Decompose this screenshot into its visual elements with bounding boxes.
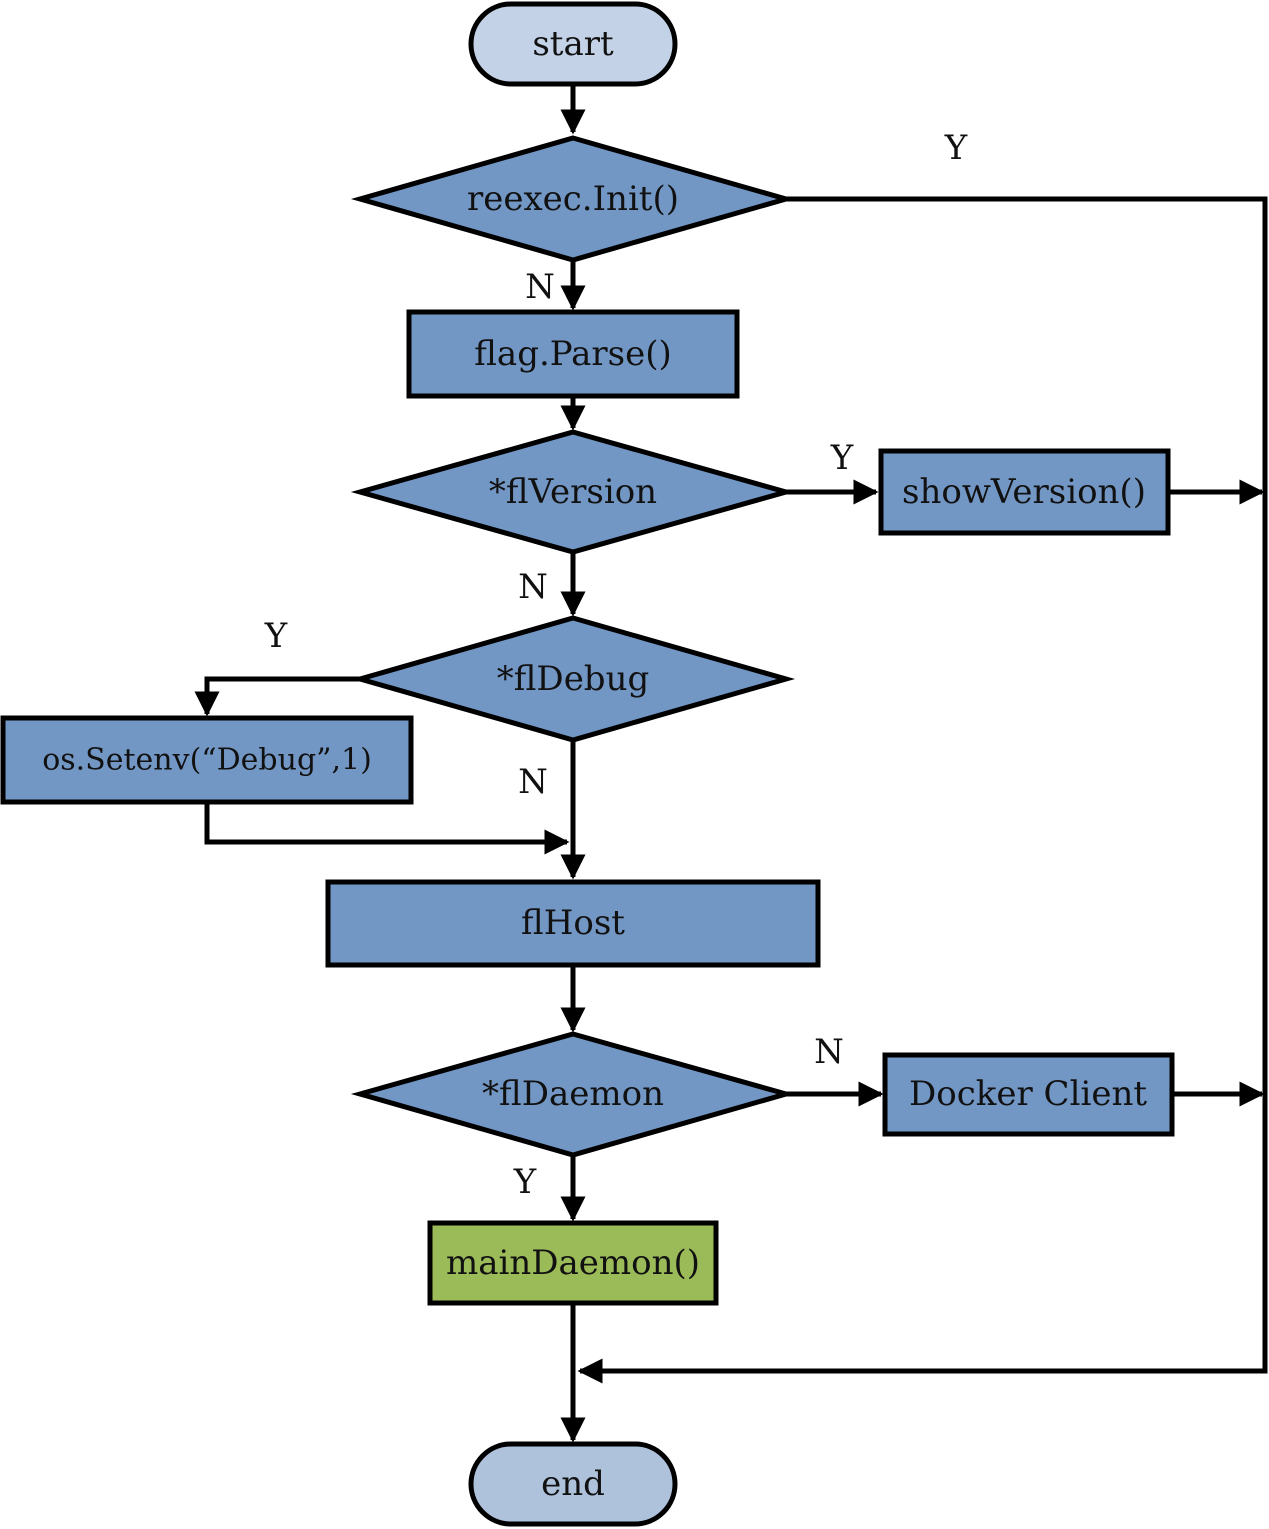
flversion-label: *flVersion: [489, 472, 657, 512]
flversion-yes-label: Y: [830, 438, 854, 478]
showversion-process: [878, 448, 1171, 536]
setenv-process: [0, 715, 414, 805]
docker-client-label: Docker Client: [909, 1074, 1147, 1114]
node-flhost: flHost: [325, 879, 821, 968]
showversion-label: showVersion(): [902, 472, 1146, 512]
maindaemon-label: mainDaemon(): [446, 1243, 700, 1283]
start-label: start: [532, 24, 614, 64]
node-maindaemon: mainDaemon(): [427, 1220, 719, 1306]
node-setenv: os.Setenv(“Debug”,1): [0, 715, 414, 805]
reexec-label: reexec.Init(): [467, 179, 679, 219]
fldebug-label: *flDebug: [497, 659, 650, 699]
flag-parse-process: [406, 309, 740, 399]
fldebug-decision: [350, 615, 796, 743]
node-reexec-init: reexec.Init(): [350, 135, 796, 263]
fldaemon-yes-label: Y: [513, 1162, 537, 1202]
connectors: [194, 86, 1268, 1443]
flag-parse-label: flag.Parse(): [474, 334, 672, 374]
node-flag-parse: flag.Parse(): [406, 309, 740, 399]
reexec-yes-label: Y: [944, 128, 968, 168]
flversion-decision: [350, 429, 796, 555]
fldebug-yes-label: Y: [264, 616, 288, 656]
edge-setenv-merge: [204, 802, 570, 855]
node-end: end: [468, 1441, 678, 1527]
node-showversion: showVersion(): [878, 448, 1171, 536]
node-flversion: *flVersion: [350, 429, 796, 555]
end-terminal: [468, 1441, 678, 1527]
edge-reexec-rightbus: [577, 196, 1268, 1384]
fldaemon-label: *flDaemon: [482, 1074, 664, 1114]
start-terminal: [468, 1, 678, 87]
fldebug-no-label: N: [518, 762, 548, 802]
node-fldaemon: *flDaemon: [350, 1031, 796, 1158]
reexec-decision: [350, 135, 796, 263]
node-start: start: [468, 1, 678, 87]
flversion-no-label: N: [518, 567, 548, 607]
setenv-label: os.Setenv(“Debug”,1): [42, 743, 372, 778]
end-label: end: [541, 1464, 605, 1504]
maindaemon-process: [427, 1220, 719, 1306]
fldaemon-no-label: N: [814, 1032, 844, 1072]
flhost-process: [325, 879, 821, 968]
node-fldebug: *flDebug: [350, 615, 796, 743]
edge-labels: Y N Y N Y N N Y: [264, 128, 968, 1202]
flhost-label: flHost: [521, 903, 625, 943]
node-docker-client: Docker Client: [882, 1052, 1175, 1137]
edge-fldebug-setenv: [194, 676, 362, 717]
reexec-no-label: N: [525, 267, 555, 307]
docker-client-process: [882, 1052, 1175, 1137]
fldaemon-decision: [350, 1031, 796, 1158]
